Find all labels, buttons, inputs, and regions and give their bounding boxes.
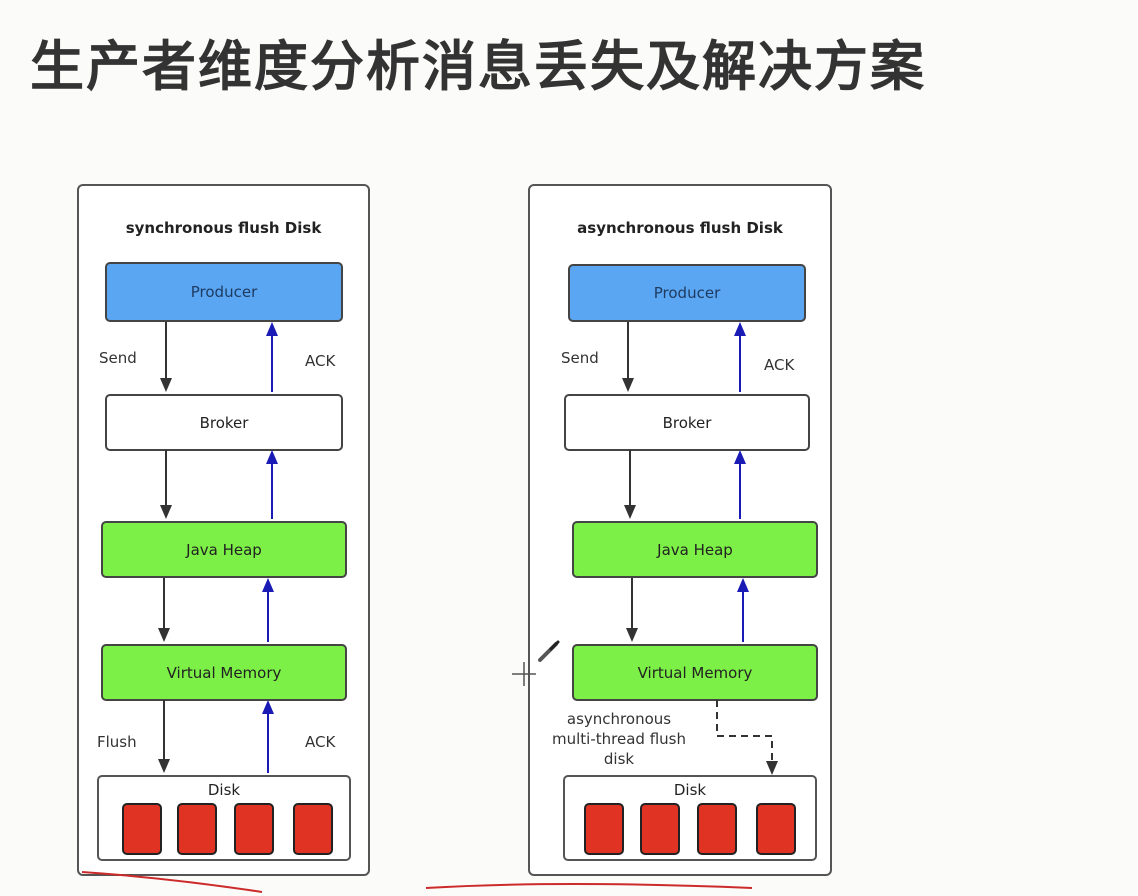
async-producer-label: Producer [653, 284, 721, 302]
async-producer-node: Producer [568, 264, 806, 322]
async-panel-title: asynchronous flush Disk [577, 219, 783, 237]
sync-virtual-memory-label: Virtual Memory [166, 663, 282, 682]
async-flush-note: asynchronous multi-thread flush disk [552, 710, 686, 768]
sync-virtual-memory-node: Virtual Memory [101, 644, 347, 701]
sync-broker-label: Broker [199, 413, 249, 432]
sync-broker-node: Broker [105, 394, 343, 451]
sync-disk-block [293, 803, 333, 855]
sync-send-label: Send [99, 349, 137, 367]
sync-producer-label: Producer [190, 283, 258, 301]
sync-disk-node: Disk [97, 775, 351, 861]
sync-producer-node: Producer [105, 262, 343, 322]
sync-panel-title: synchronous flush Disk [125, 219, 322, 237]
sync-ack-bottom-label: ACK [305, 733, 336, 751]
async-disk-block [697, 803, 737, 855]
async-disk-block [640, 803, 680, 855]
async-java-heap-label: Java Heap [657, 540, 733, 559]
sync-ack-top-label: ACK [305, 352, 336, 370]
async-send-label: Send [561, 349, 599, 367]
async-flush-panel: asynchronous flush Disk Producer Send AC… [528, 184, 832, 876]
async-virtual-memory-node: Virtual Memory [572, 644, 818, 701]
async-broker-label: Broker [662, 413, 712, 432]
async-disk-node: Disk [563, 775, 817, 861]
sync-flush-panel: synchronous flush Disk Producer Send ACK… [77, 184, 370, 876]
async-disk-label: Disk [673, 781, 707, 799]
async-disk-block [584, 803, 624, 855]
sync-java-heap-node: Java Heap [101, 521, 347, 578]
sync-disk-label: Disk [207, 781, 241, 799]
async-ack-top-label: ACK [764, 356, 795, 374]
page-title: 生产者维度分析消息丢失及解决方案 [30, 35, 926, 98]
async-virtual-memory-label: Virtual Memory [637, 663, 753, 682]
sync-disk-block [177, 803, 217, 855]
sync-flush-label: Flush [97, 733, 137, 751]
async-broker-node: Broker [564, 394, 810, 451]
sync-disk-block [234, 803, 274, 855]
sync-java-heap-label: Java Heap [186, 540, 262, 559]
async-java-heap-node: Java Heap [572, 521, 818, 578]
async-disk-block [756, 803, 796, 855]
sync-disk-block [122, 803, 162, 855]
